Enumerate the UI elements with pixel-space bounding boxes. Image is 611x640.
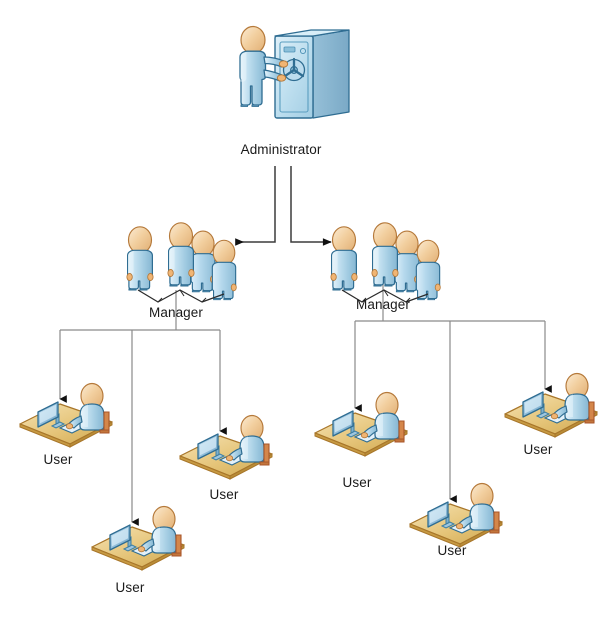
people-group-icon xyxy=(127,223,236,302)
person-at-desk-icon xyxy=(179,414,273,480)
user-l3-node[interactable] xyxy=(179,414,273,480)
user-r2-node[interactable] xyxy=(409,482,503,548)
manager-right-node[interactable] xyxy=(331,223,440,302)
node-layer xyxy=(19,25,598,571)
edge-admin-to-manager-left xyxy=(235,166,276,246)
user-l1-label: User xyxy=(43,452,73,467)
administrator-label: Administrator xyxy=(240,142,322,157)
people-group-icon xyxy=(331,223,440,302)
user-r1-label: User xyxy=(342,475,372,490)
user-l2-node[interactable] xyxy=(91,505,185,571)
person-at-desk-icon xyxy=(409,482,503,548)
user-r3-label: User xyxy=(523,442,553,457)
person-at-desk-icon xyxy=(91,505,185,571)
user-l2-label: User xyxy=(115,580,145,595)
manager-left-label: Manager xyxy=(149,305,203,320)
person-at-desk-icon xyxy=(314,391,408,457)
user-r1-node[interactable] xyxy=(314,391,408,457)
manager-right-label: Manager xyxy=(356,297,410,312)
user-l1-node[interactable] xyxy=(19,382,113,448)
person-at-desk-icon xyxy=(19,382,113,448)
edge-admin-to-manager-right xyxy=(290,166,332,246)
administrator-node[interactable] xyxy=(238,25,351,120)
connector-layer xyxy=(59,166,552,526)
user-r2-label: User xyxy=(437,543,467,558)
person-at-safe-icon xyxy=(238,25,351,120)
manager-left-node[interactable] xyxy=(127,223,236,302)
user-r3-node[interactable] xyxy=(504,372,598,438)
person-at-desk-icon xyxy=(504,372,598,438)
user-l3-label: User xyxy=(209,487,239,502)
